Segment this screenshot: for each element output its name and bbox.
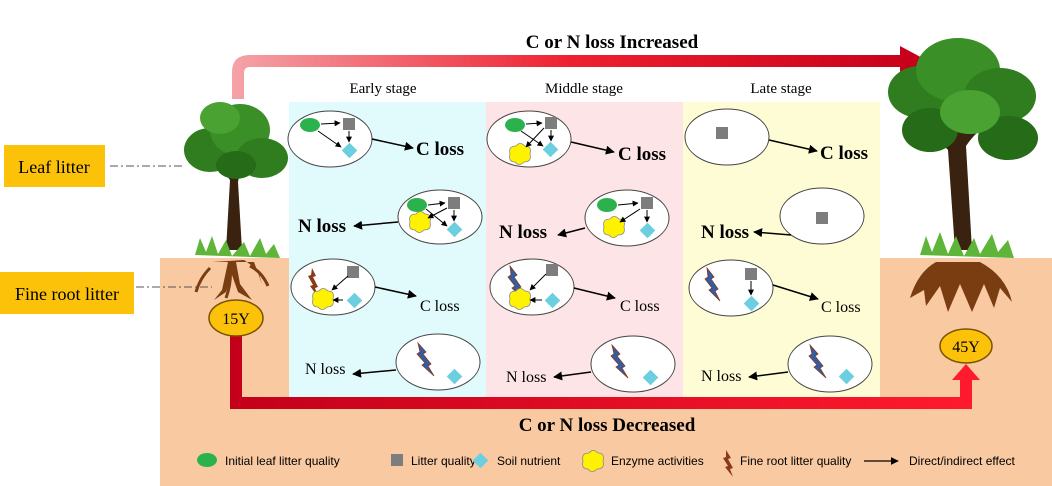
fine-root-quality-icon <box>704 266 721 302</box>
young-tree <box>184 102 288 300</box>
late-root-c-loss: C loss <box>821 299 861 316</box>
litter-quality-icon <box>716 127 728 139</box>
middle-root-c-loss: C loss <box>620 298 660 315</box>
litter-quality-icon <box>745 268 757 280</box>
enzyme-activity-icon <box>312 288 334 310</box>
fine-root-label-box <box>0 272 134 314</box>
mature-tree <box>888 38 1038 312</box>
litter-quality-icon <box>546 264 558 276</box>
stage-header-early: Early stage <box>349 81 416 97</box>
fine-root-label: Fine root litter <box>15 284 119 304</box>
leaf-quality-icon <box>505 118 525 132</box>
middle-leaf-c-loss: C loss <box>618 144 666 165</box>
legend: Initial leaf litter quality Litter quali… <box>197 450 1015 477</box>
stage-header-late: Late stage <box>750 81 812 97</box>
age-badge-end <box>939 328 993 364</box>
age-start: 15Y <box>222 311 250 328</box>
decrease-label: C or N loss Decreased <box>519 415 696 436</box>
leaf-quality-icon <box>597 198 617 212</box>
middle-root-c-cell <box>489 258 616 316</box>
litter-quality-icon <box>545 117 557 129</box>
late-root-c-cell <box>688 259 819 317</box>
early-leaf-c-cell <box>287 110 414 168</box>
fine-root-quality-icon <box>308 268 318 297</box>
litter-quality-icon <box>448 197 460 209</box>
late-leaf-n-cell <box>753 187 865 245</box>
late-leaf-c-loss: C loss <box>820 143 868 164</box>
leaf-quality-icon <box>300 118 320 132</box>
early-root-n-loss: N loss <box>305 361 345 378</box>
enzyme-activity-icon <box>509 288 531 310</box>
yellow-blob-icon <box>582 450 604 472</box>
fine-root-quality-icon <box>416 341 435 377</box>
middle-leaf-n-loss: N loss <box>499 222 547 243</box>
early-root-n-cell <box>352 333 481 391</box>
early-root-c-loss: C loss <box>420 298 460 315</box>
enzyme-activity-icon <box>603 216 625 238</box>
early-leaf-n-cell <box>353 189 483 245</box>
leaf-litter-label: Leaf litter <box>18 157 89 177</box>
litter-quality-icon <box>347 266 359 278</box>
enzyme-activity-icon <box>509 143 531 165</box>
litter-quality-icon <box>641 197 653 209</box>
late-root-n-cell <box>748 335 873 393</box>
decrease-arrow <box>230 335 980 409</box>
soil-nutrient-icon <box>542 141 559 158</box>
brown-root-icon <box>723 450 733 477</box>
legend-label-enzyme: Enzyme activities <box>611 454 704 468</box>
soil-nutrient-icon <box>446 221 463 238</box>
middle-leaf-n-cell <box>557 189 670 247</box>
middle-root-n-loss: N loss <box>506 369 546 386</box>
fine-root-quality-icon <box>808 343 827 379</box>
late-root-n-loss: N loss <box>701 368 741 385</box>
legend-label-effect: Direct/indirect effect <box>909 454 1015 468</box>
litter-quality-icon <box>343 118 355 130</box>
legend-label-leaf: Initial leaf litter quality <box>225 454 340 468</box>
early-root-c-cell <box>290 258 417 316</box>
soil-nutrient-icon <box>639 222 656 239</box>
age-end: 45Y <box>952 339 980 356</box>
leaf-quality-icon <box>407 198 427 212</box>
legend-label-litter: Litter quality <box>411 454 476 468</box>
litter-quality-icon <box>816 212 828 224</box>
soil-nutrient-icon <box>341 142 358 159</box>
late-leaf-n-loss: N loss <box>701 222 749 243</box>
age-badge-start <box>208 299 264 337</box>
legend-label-soil: Soil nutrient <box>497 454 561 468</box>
middle-leaf-c-cell <box>486 110 615 168</box>
late-leaf-c-cell <box>684 108 818 166</box>
legend-label-root: Fine root litter quality <box>740 454 851 468</box>
enzyme-activity-icon <box>409 211 431 233</box>
leaf-litter-label-box <box>4 145 105 187</box>
green-leaf-oval-icon <box>197 453 217 467</box>
grey-square-icon <box>391 454 403 466</box>
early-leaf-c-loss: C loss <box>416 139 464 160</box>
increase-label: C or N loss Increased <box>526 32 699 53</box>
early-leaf-n-loss: N loss <box>298 216 346 237</box>
middle-root-n-cell <box>553 335 676 393</box>
stage-header-middle: Middle stage <box>545 81 623 97</box>
fine-root-quality-icon <box>610 343 629 379</box>
